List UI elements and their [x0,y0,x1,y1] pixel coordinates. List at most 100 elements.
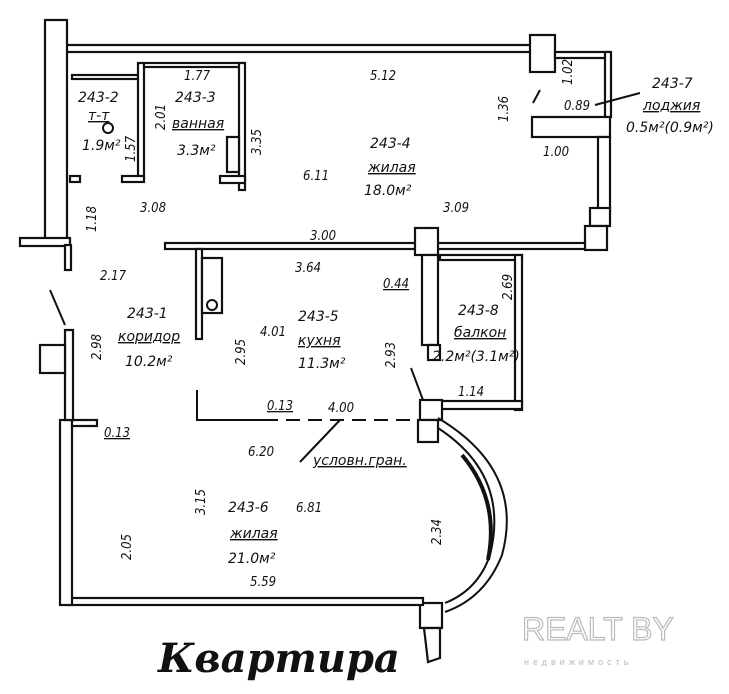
wc-door-stub [120,174,146,184]
dimension-label: 5.12 [370,69,396,84]
room-area: 0.5м²(0.9м²) [626,120,714,136]
dimension-label: 2.17 [100,269,127,284]
bath-right-wall [237,61,247,192]
dimension-label: 4.01 [260,325,286,340]
bay-flap [422,626,442,664]
bay-window-glass [460,453,493,561]
toilet-icon [102,122,114,134]
loggia-top-wall [553,50,612,60]
bath-top-wall [142,61,246,69]
room-id: 243-5 [298,309,339,325]
room-name: балкон [454,325,506,341]
walls [18,18,641,664]
dimension-label: 1.14 [458,385,484,400]
loggia-right-wall [603,50,613,119]
room-243-4: 243-4 жилая 18.0м² [364,136,416,199]
room-name: т-т [88,108,110,124]
room-name: кухня [298,333,341,349]
room-name: коридор [118,329,180,345]
room-area: 18.0м² [364,183,412,199]
balcony-top-wall [438,253,524,262]
pillar-mid [413,226,440,257]
left-door-jamb [63,243,73,272]
loggia-leader-b [594,92,641,106]
dimension-label: 0.13 [267,399,293,414]
entry-door-swing [49,289,66,326]
dimension-label: 3.09 [443,201,469,216]
room-id: 243-2 [78,90,119,106]
right-pillar [588,206,612,228]
dimension-label: 3.00 [310,229,336,244]
dimension-label: 3.35 [250,129,265,155]
room-area: 2.2м²(3.1м²) [432,349,520,365]
dimension-label: 2.95 [234,339,249,365]
dimension-label: 1.57 [124,135,139,162]
room-id: 243-7 [652,76,693,92]
room-id: 243-8 [458,303,499,319]
dimension-label: 0.89 [564,99,590,114]
loggia-bottom-wall [530,115,612,139]
dimension-label: 1.36 [497,96,512,122]
loggia-leader-a [532,89,541,104]
dimension-label: 5.59 [250,575,276,590]
dimension-label: 0.44 [383,277,409,292]
kitchen-partition [196,390,264,421]
left-stub-wall [18,236,72,248]
pillar-bay-top [418,398,444,422]
stove-icon [206,299,218,311]
dimension-label: 3.15 [194,489,209,515]
room-name: жилая [229,526,278,542]
dimension-label: 3.08 [140,201,166,216]
balcony-door-jamb [426,343,442,362]
bath-door-stub [218,174,247,185]
dimension-label: 6.11 [303,169,329,184]
bottom-wall [66,596,425,607]
left-upper-wall [43,18,69,247]
room-id: 243-4 [370,136,411,152]
dimension-label: 3.64 [295,261,321,276]
dimension-label: 2.05 [120,534,135,560]
room-243-3: 243-3 ванная 3.3м² [172,90,224,159]
room-name: лоджия [642,98,700,114]
pillar-bay-top-2 [416,418,440,444]
room-name: жилая [367,160,416,176]
washing-machine [225,135,241,174]
wc-shelf [70,73,140,81]
room-243-8: 243-8 балкон 2.2м²(3.1м²) [432,303,520,365]
room-243-1: 243-1 коридор 10.2м² [118,306,180,370]
bay-window-inner [437,427,496,604]
annotation-leader [299,419,341,463]
watermark-subtext: недвижимость [524,657,632,667]
room-243-7: 243-7 лоджия 0.5м²(0.9м²) [626,76,714,136]
room-area: 21.0м² [228,551,276,567]
left-lower-wall [58,418,74,607]
left-lower-stub [70,418,99,428]
pillar-bay-bottom [418,601,444,630]
dimension-label: 1.00 [543,145,569,160]
right-pillar-2 [583,224,609,252]
room-area: 3.3м² [177,143,216,159]
pillar-top [528,33,557,74]
watermark-text: REALT BY [522,611,674,647]
plan-title: Квартира [157,635,400,682]
kitchen-balcony-wall [420,253,440,347]
room4-kitchen-wall [163,241,587,251]
dimension-label: 1.18 [85,206,100,232]
room-name: ванная [172,116,224,132]
dimension-label: 1.77 [184,69,211,84]
room-id: 243-1 [127,306,168,322]
room-243-5: 243-5 кухня 11.3м² [298,309,346,372]
dimension-label: 2.93 [384,342,399,368]
dimension-label: 0.13 [104,426,130,441]
room-area: 10.2м² [125,354,173,370]
dimension-label: 6.20 [248,445,274,460]
dimension-label: 4.00 [328,401,354,416]
dimension-label: 2.69 [501,274,516,300]
dimensions: 1.77 2.01 1.57 3.35 5.12 1.36 1.02 0.89 … [85,59,590,590]
room-area: 1.9м² [82,138,121,154]
dimension-label: 6.81 [296,501,322,516]
balcony-door-swing [410,367,424,401]
dimension-label: 2.34 [430,519,445,545]
dimension-label: 1.02 [561,59,576,85]
